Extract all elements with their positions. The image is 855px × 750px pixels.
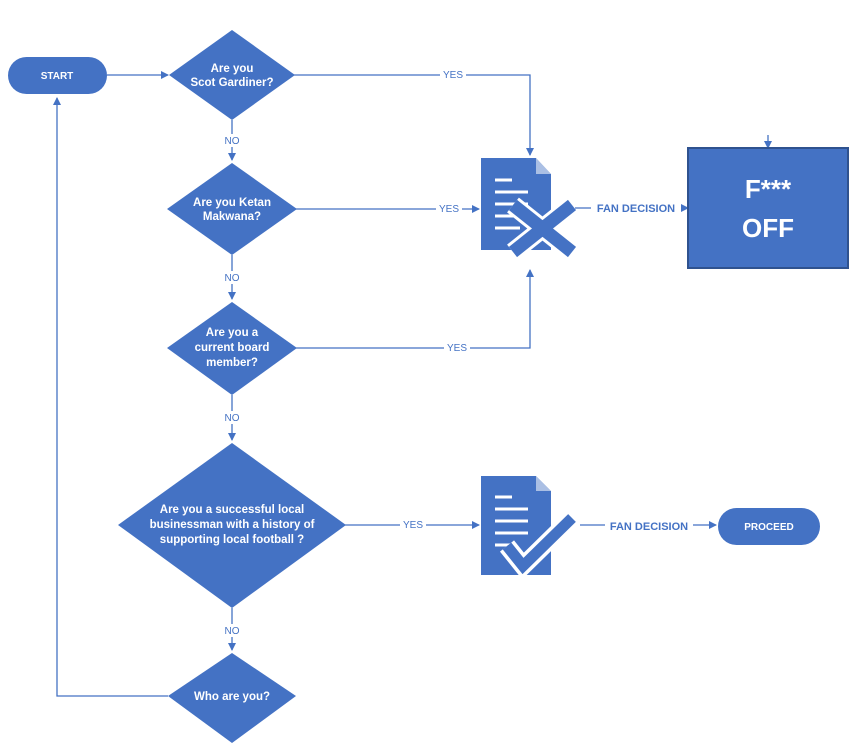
- no-label: NO: [225, 413, 240, 424]
- proceed-label: PROCEED: [744, 522, 793, 533]
- edge-labels: YES NO YES NO YES NO YES NO FAN DECISION…: [220, 68, 693, 637]
- decision-label: Are you a successful local: [160, 504, 304, 516]
- decision-label: businessman with a history of: [150, 519, 315, 531]
- start-label: START: [41, 71, 74, 82]
- reject-label: F***: [745, 174, 792, 204]
- decision-local-businessman: Are you a successful local businessman w…: [118, 443, 346, 608]
- no-label: NO: [225, 136, 240, 147]
- decision-label: Scot Gardiner?: [190, 77, 273, 89]
- decision-label: current board: [195, 342, 270, 354]
- arrow-loop-to-start: [53, 97, 168, 697]
- yes-label: YES: [447, 343, 467, 354]
- decision-label: supporting local football ?: [160, 534, 304, 546]
- decision-label: Are you Ketan: [193, 197, 271, 209]
- document-with-cross-icon: [481, 158, 578, 260]
- decision-label: Makwana?: [203, 211, 261, 223]
- proceed-node: PROCEED: [718, 508, 820, 545]
- decision-label: Are you a: [206, 327, 259, 339]
- decision-label: member?: [206, 357, 258, 369]
- no-label: NO: [225, 626, 240, 637]
- start-node: START: [8, 57, 107, 94]
- decision-ketan-makwana: Are you Ketan Makwana?: [167, 163, 297, 255]
- connectors: [53, 71, 772, 697]
- arrow-q1-yes: [294, 74, 534, 156]
- decision-label: Are you: [211, 63, 254, 75]
- no-label: NO: [225, 273, 240, 284]
- reject-outcome: F*** OFF: [687, 147, 849, 269]
- fan-decision-label: FAN DECISION: [597, 203, 675, 215]
- yes-label: YES: [439, 204, 459, 215]
- decision-label: Who are you?: [194, 691, 270, 703]
- fan-decision-label: FAN DECISION: [610, 521, 688, 533]
- arrow-q3-yes: [296, 269, 534, 349]
- decision-board-member: Are you a current board member?: [167, 302, 297, 395]
- document-with-check-icon: [481, 476, 579, 580]
- decision-who-are-you: Who are you?: [168, 653, 296, 743]
- reject-label: OFF: [742, 213, 794, 243]
- yes-label: YES: [403, 520, 423, 531]
- decision-scot-gardiner: Are you Scot Gardiner?: [169, 30, 295, 120]
- yes-label: YES: [443, 70, 463, 81]
